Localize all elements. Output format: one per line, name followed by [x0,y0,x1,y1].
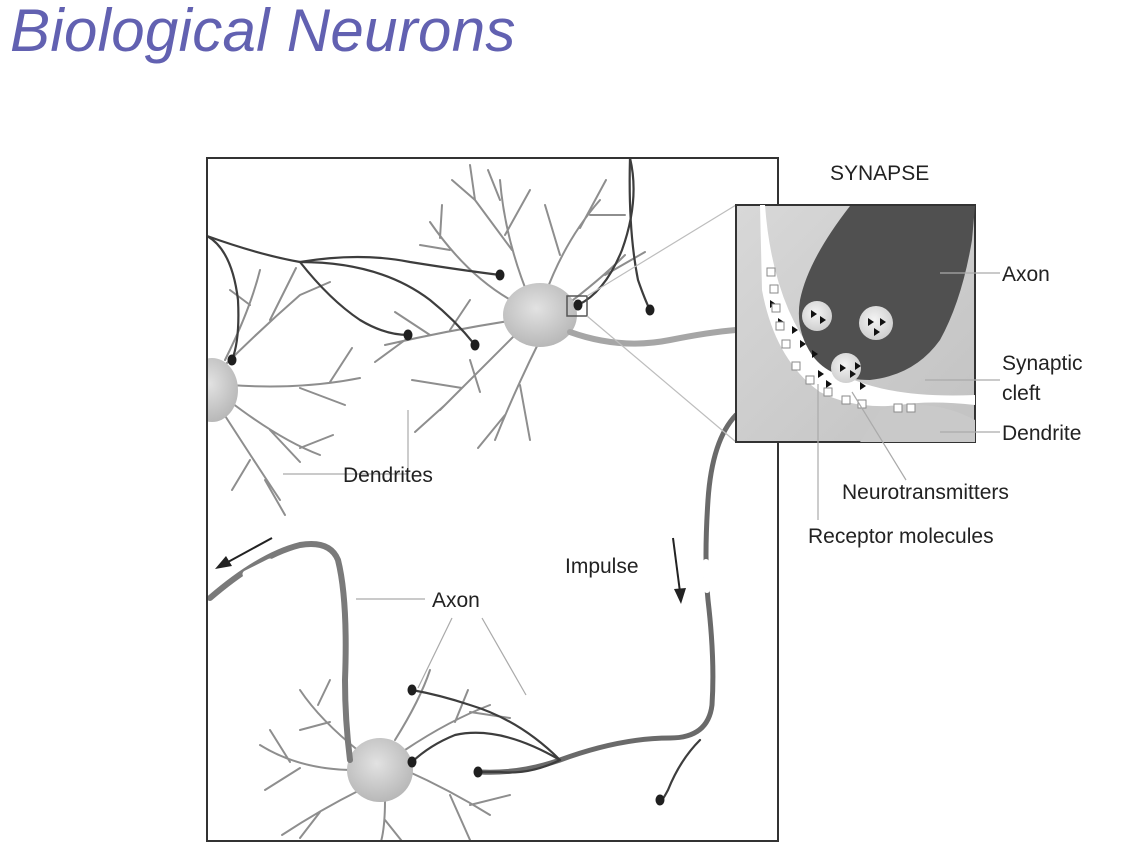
synaptic-cleft-label-line2: cleft [1002,382,1041,405]
left-neuron-dendrites [219,267,361,516]
synapse-inset [735,204,976,443]
page-title: Biological Neurons [10,0,516,64]
top-neuron-cell-body [503,283,577,347]
long-axon [477,412,739,775]
dendrite-label: Dendrite [1002,422,1081,445]
direction-arrow-icon [215,537,273,569]
bottom-neuron-cell-body [347,738,413,802]
terminal-bulbs [227,269,665,806]
top-neuron-axon [567,327,739,347]
axon-main-label: Axon [432,589,480,612]
impulse-label: Impulse [565,555,639,578]
axon-terminals [207,158,702,803]
neuron-panel [207,158,739,841]
zoom-lines [586,204,737,443]
neurotransmitters-label: Neurotransmitters [842,481,1009,504]
bottom-neuron-dendrites [259,669,511,841]
bottom-neuron-axon [207,541,353,763]
synapse-marker [566,295,588,317]
inset-axon-terminal [798,206,975,380]
receptor-molecules-label: Receptor molecules [808,525,994,548]
impulse-arrow-icon [672,537,686,604]
left-neuron-cell-body [207,358,238,422]
neuron-panel-frame [206,157,779,842]
top-neuron-dendrites [374,164,646,449]
dendrites-label: Dendrites [343,464,433,487]
synaptic-cleft-label-line1: Synaptic [1002,352,1083,375]
receptor-molecules [766,267,916,413]
synapse-label: SYNAPSE [830,162,929,185]
leader-lines [283,272,1000,696]
axon-inset-label: Axon [1002,263,1050,286]
